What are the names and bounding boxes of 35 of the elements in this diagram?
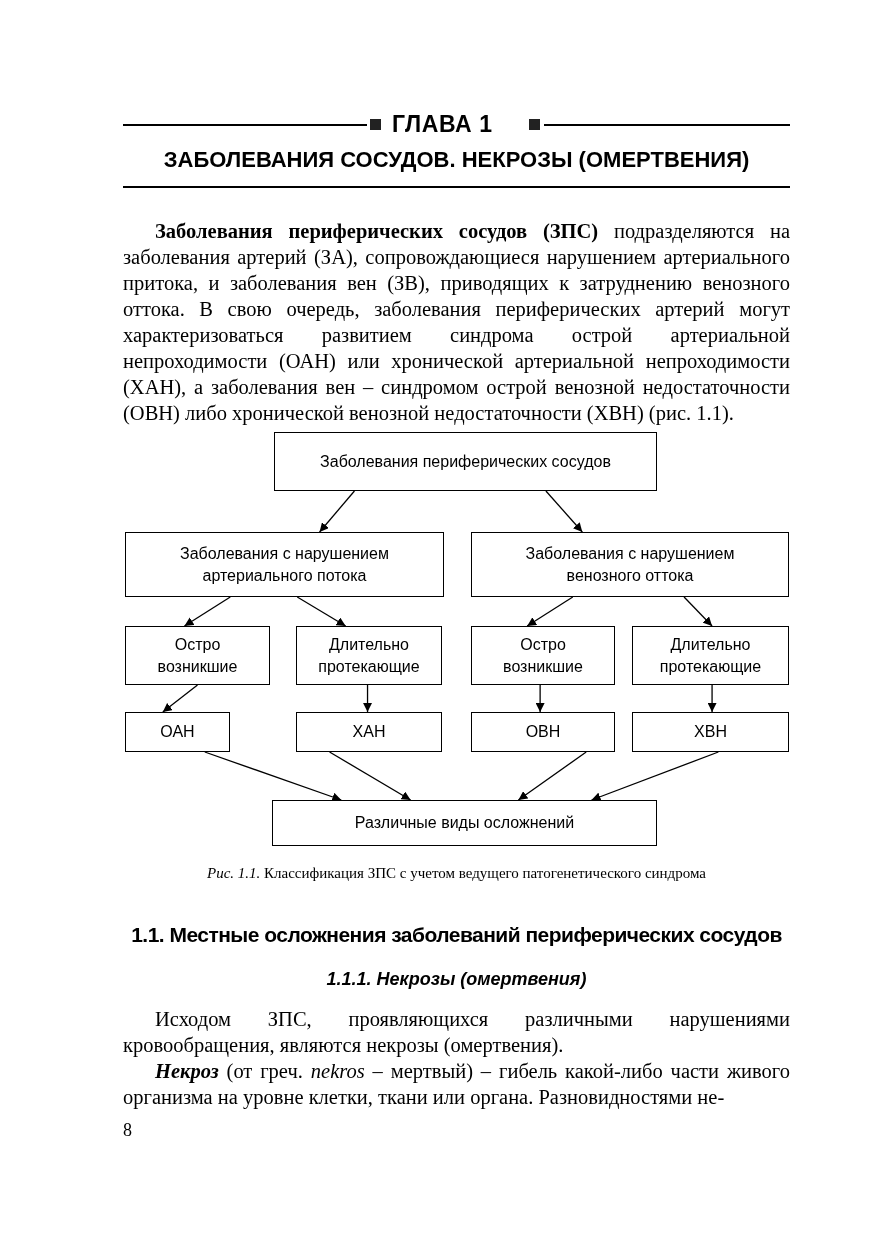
- arrow: [363, 684, 373, 713]
- section-heading: 1.1. Местные осложнения заболеваний периферических сосудов: [130, 922, 783, 948]
- paragraph: Некроз (от греч. nekros – мертвый) – гибель какой-либо части живого организма на уровне клетки, ткани или органа. Разновидностями не-: [123, 1059, 790, 1110]
- process-box: ХАН: [296, 712, 442, 752]
- arrow: [535, 684, 545, 713]
- process-box: Длительно протекающие: [632, 626, 789, 685]
- arrow: [517, 751, 587, 801]
- arrow: [328, 751, 412, 801]
- process-box: ОАН: [125, 712, 230, 752]
- arrow: [590, 751, 719, 801]
- chapter-label: ГЛАВА 1: [392, 110, 493, 139]
- arrow: [204, 751, 342, 802]
- arrow: [683, 596, 713, 627]
- subsection-heading: 1.1.1. Некрозы (омертвения): [325, 968, 588, 991]
- process-box: Остро возникшие: [471, 626, 615, 685]
- process-box: Заболевания периферических сосудов: [274, 432, 657, 491]
- paragraph: Исходом ЗПС, проявляющихся различными нарушениями кровообращения, являются некрозы (омертвения).: [123, 1007, 790, 1058]
- process-box: ХВН: [632, 712, 789, 752]
- page-number: 8: [123, 1119, 132, 1142]
- figure-caption: Рис. 1.1. Классификация ЗПС с учетом ведущего патогенетического синдрома: [206, 864, 707, 883]
- arrow: [162, 684, 199, 713]
- arrow: [318, 490, 356, 533]
- process-box: Заболевания с нарушением артериального потока: [125, 532, 444, 597]
- arrow: [545, 490, 583, 533]
- chapter-title: ЗАБОЛЕВАНИЯ СОСУДОВ. НЕКРОЗЫ (ОМЕРТВЕНИЯ): [162, 146, 751, 174]
- arrow: [183, 596, 231, 627]
- arrow: [707, 684, 717, 713]
- process-box: ОВН: [471, 712, 615, 752]
- paragraph: Заболевания периферических сосудов (ЗПС) подразделяются на заболевания артерий (ЗА), сопровождающиеся нарушением артериального притока, и заболевания вен (ЗВ), приводящих к затруднению венозного оттока. В свою очередь, заболевания периферических артерий могут характеризоваться развитием синдрома острой артериальной непроходимости (ОАН) или хронической артериальной непроходимости (ХАН), а заболевания вен – синдромом острой венозной недостаточности (ОВН) либо хронической венозной недостаточности (ХВН) (рис. 1.1).: [123, 219, 790, 426]
- arrow: [526, 596, 574, 627]
- process-box: Длительно протекающие: [296, 626, 442, 685]
- process-box: Остро возникшие: [125, 626, 270, 685]
- arrow: [296, 596, 347, 627]
- process-box: Различные виды осложнений: [272, 800, 657, 846]
- process-box: Заболевания с нарушением венозного оттока: [471, 532, 789, 597]
